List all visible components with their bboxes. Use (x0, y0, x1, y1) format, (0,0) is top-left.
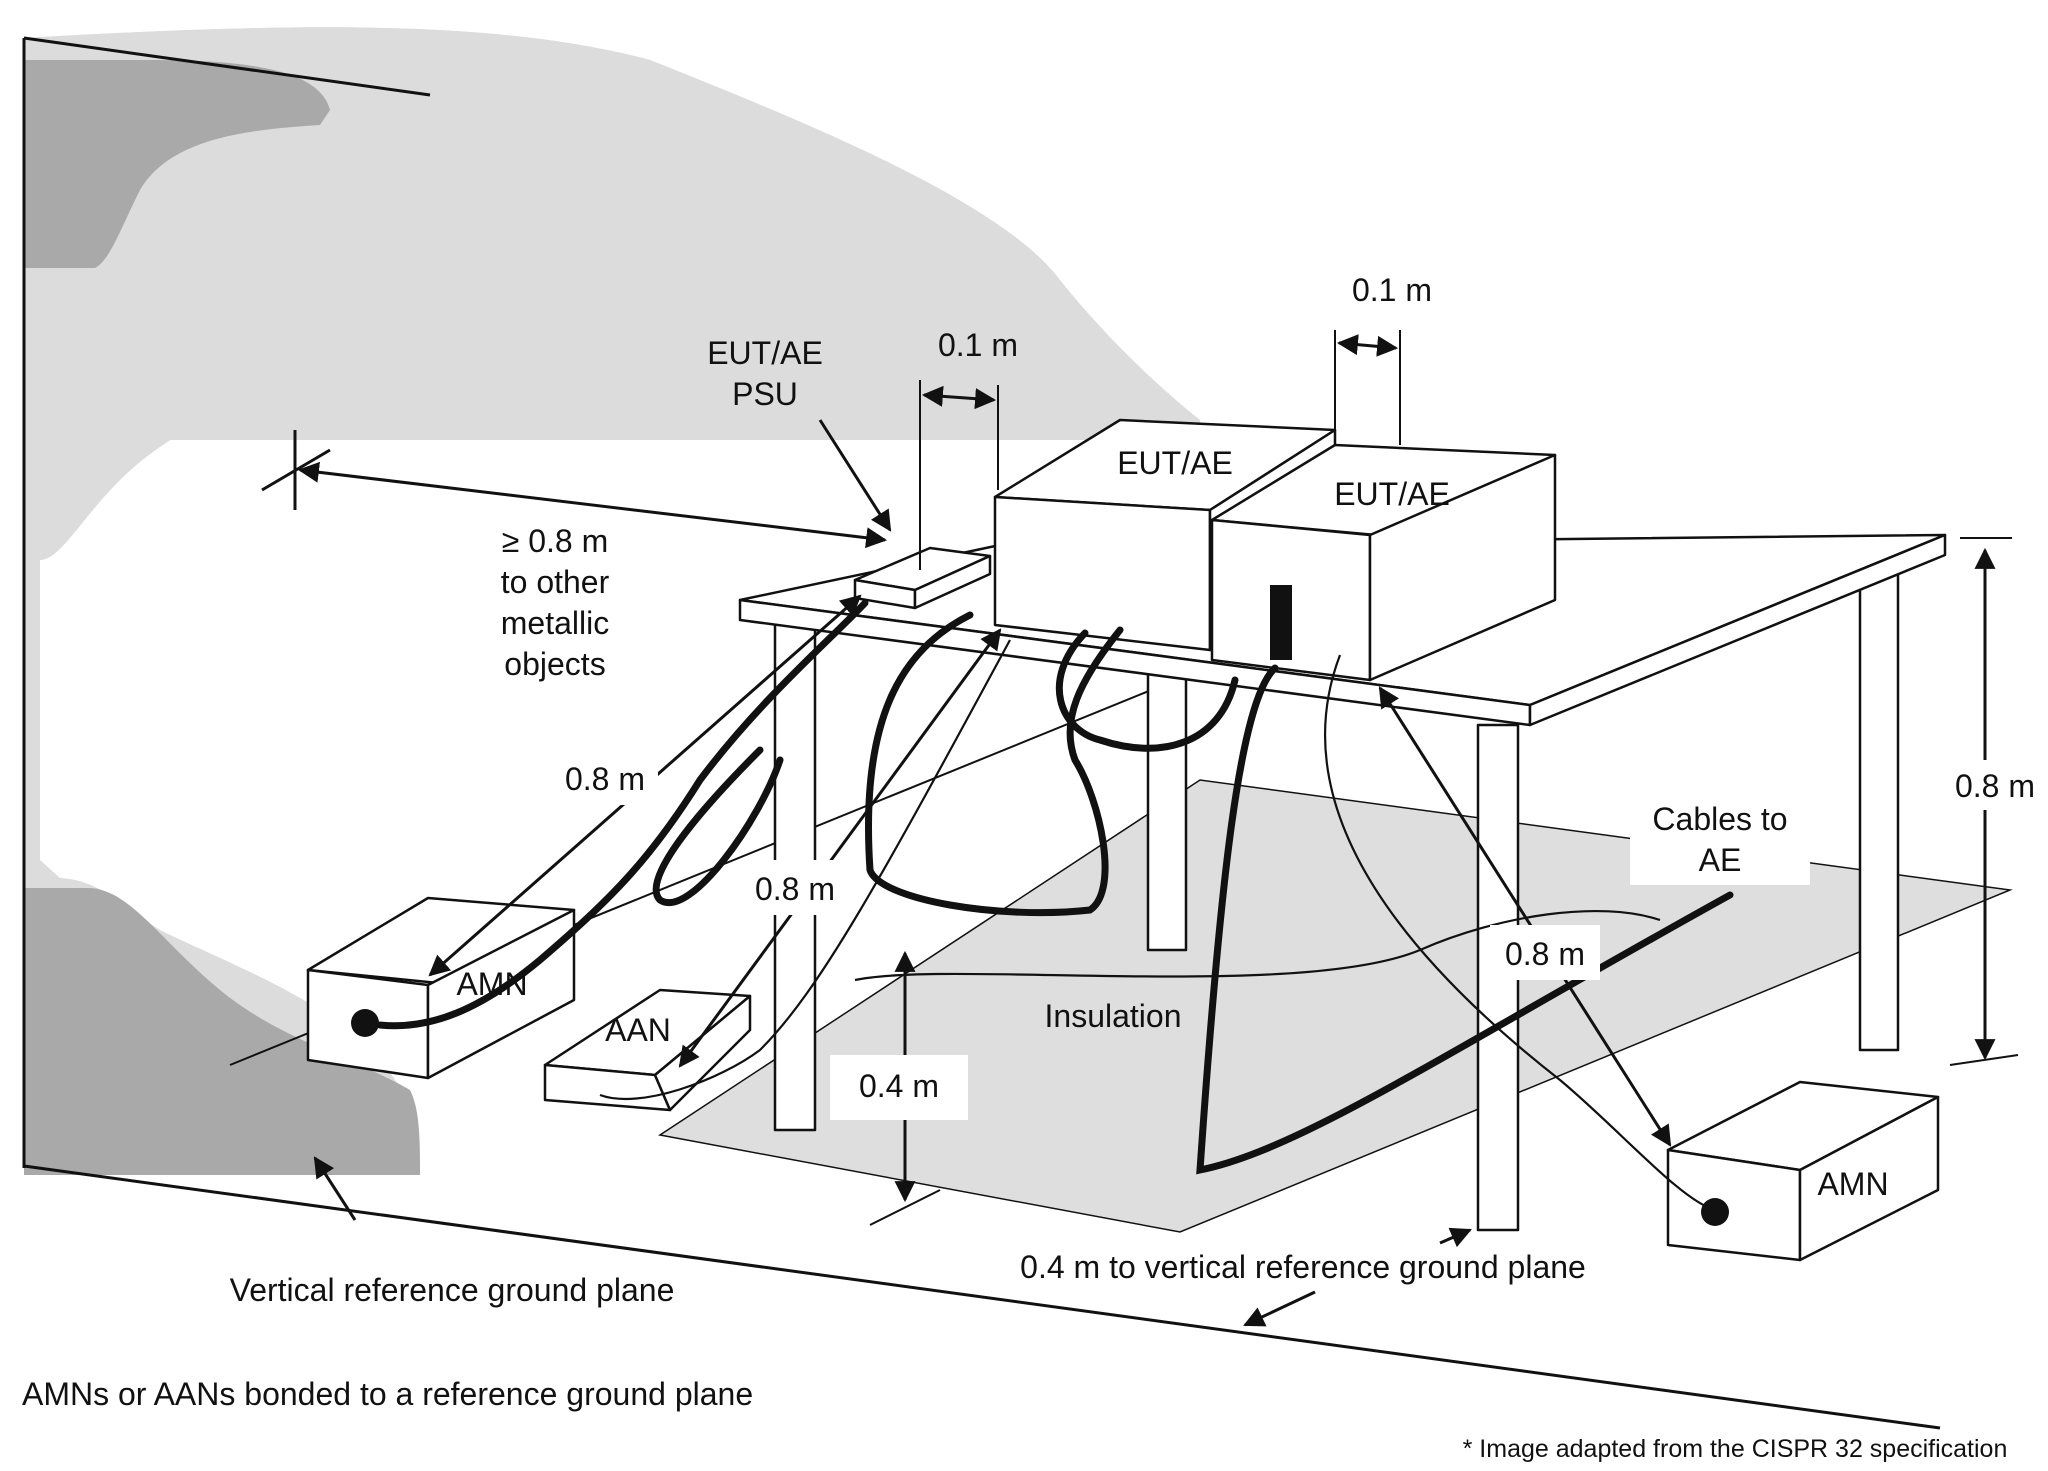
label-backgrounds (553, 750, 2045, 1120)
dim-08m-aan-label: 0.8 m (755, 871, 835, 907)
dim-08m-table-height-label: 0.8 m (1955, 768, 2035, 804)
dim-01m-left-label: 0.1 m (938, 327, 1018, 363)
distance-label-line3: metallic (501, 605, 609, 641)
footnote: * Image adapted from the CISPR 32 specif… (1463, 1435, 2008, 1463)
bonded-note: AMNs or AANs bonded to a reference groun… (22, 1376, 753, 1412)
insulation-label: Insulation (1045, 998, 1182, 1034)
cables-to-ae-line1: Cables to (1652, 801, 1787, 837)
dim-08m-amn-left-label: 0.8 m (565, 761, 645, 797)
amn-right-label: AMN (1817, 1166, 1888, 1202)
distance-label-line4: objects (504, 646, 605, 682)
vertical-ground-plane (22, 27, 1200, 1175)
psu-label-line2: PSU (732, 376, 798, 412)
distance-label-line2: to other (501, 564, 610, 600)
eut-ae-box-right (1210, 443, 1557, 682)
dim-01m-right-label: 0.1 m (1352, 272, 1432, 308)
distance-label-line1: ≥ 0.8 m (502, 523, 608, 559)
eut-ae-left-label: EUT/AE (1117, 445, 1233, 481)
dim-04m-to-vertical-label: 0.4 m to vertical reference ground plane (1020, 1249, 1586, 1285)
aan-label: AAN (605, 1012, 671, 1048)
dim-08m-amn-right-label: 0.8 m (1505, 936, 1585, 972)
dim-04m-height-label: 0.4 m (859, 1068, 939, 1104)
dimension-lines (261, 330, 2019, 1327)
psu-box (853, 546, 992, 610)
aan-box (543, 988, 752, 1112)
cables-to-ae-line2: AE (1699, 842, 1742, 878)
floor-edge-line (23, 1164, 1941, 1430)
psu-label-line1: EUT/AE (707, 335, 823, 371)
insulation-mat (658, 779, 2013, 1233)
eut-ae-right-label: EUT/AE (1334, 476, 1450, 512)
amn-left-label: AMN (456, 966, 527, 1002)
amn-right-box (1666, 1080, 1940, 1262)
vertical-ref-plane-label: Vertical reference ground plane (230, 1272, 675, 1308)
amn-left-box (306, 896, 576, 1080)
